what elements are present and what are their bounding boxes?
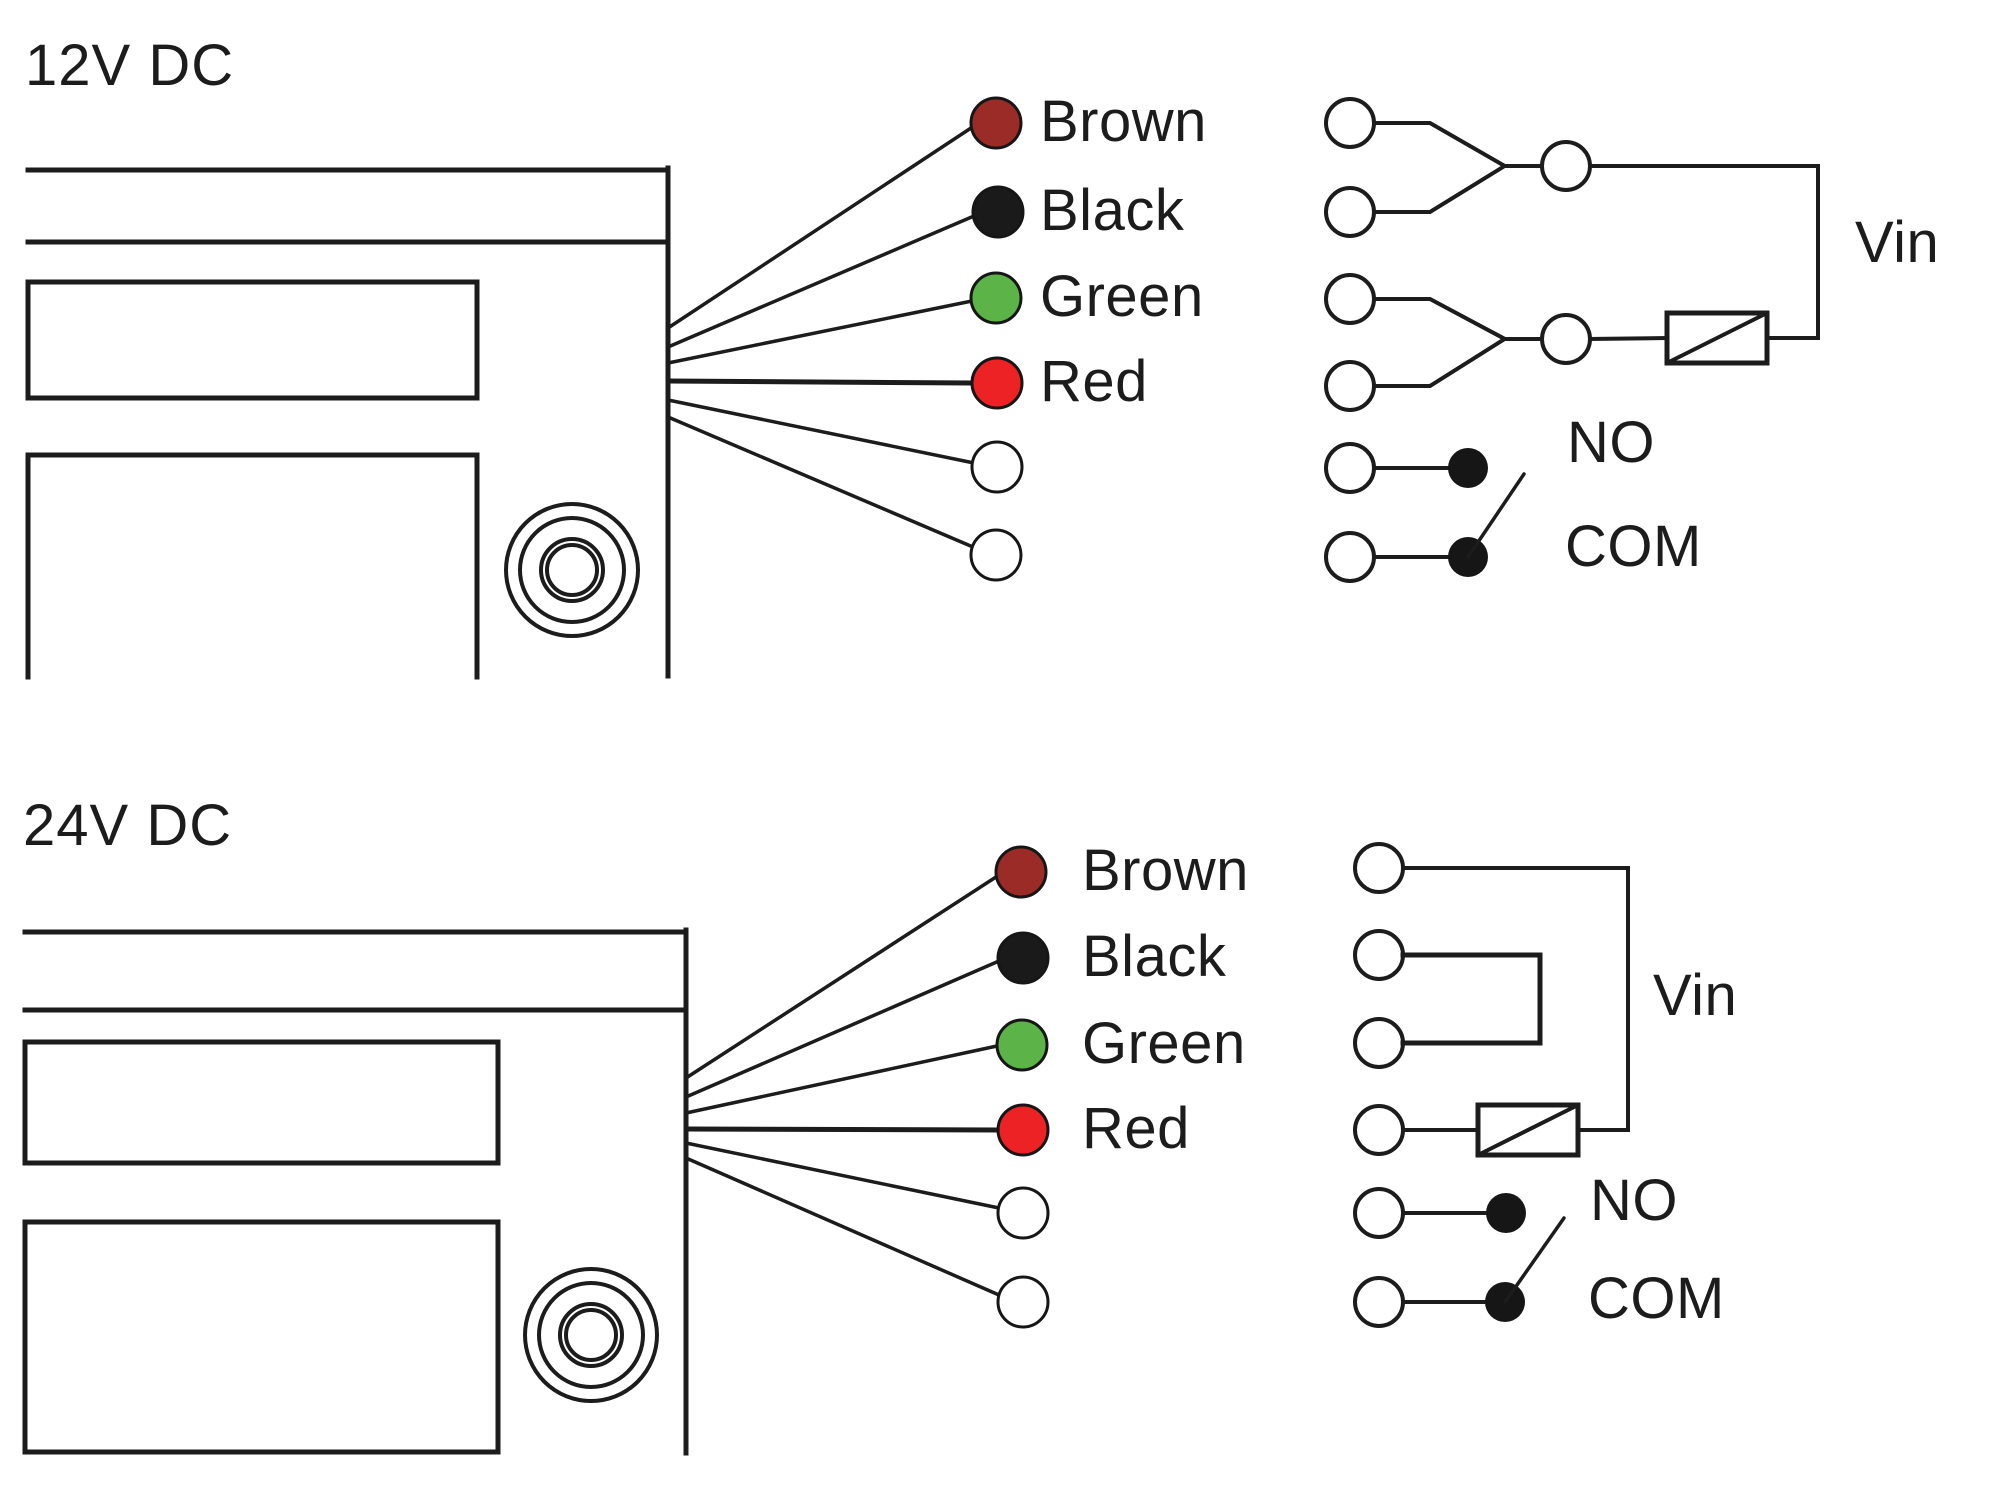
device-outline-12v bbox=[25, 165, 671, 680]
cable-gland-inner-ring-2 bbox=[545, 543, 599, 597]
resistor-box bbox=[1664, 310, 1770, 366]
vin-loop-wire bbox=[1588, 164, 1820, 340]
switch-lever bbox=[1503, 1216, 1566, 1304]
wire-fan-12v: Brown Black Green Red bbox=[665, 89, 1207, 582]
wire-line-red bbox=[665, 378, 975, 386]
junction-circle-2 bbox=[1540, 313, 1592, 365]
com-label: COM bbox=[1588, 1266, 1725, 1331]
wire-label-brown: Brown bbox=[1082, 838, 1249, 903]
switch-lever bbox=[1466, 472, 1526, 559]
wire-line-spare-2 bbox=[684, 1156, 1001, 1297]
cable-gland-icon bbox=[523, 1267, 659, 1403]
terminal-circle-1 bbox=[1324, 97, 1376, 149]
resistor-input-wire bbox=[1587, 335, 1670, 342]
no-contact-dot bbox=[1486, 1193, 1526, 1233]
wire-fan-24v: Brown Black Green Red bbox=[683, 838, 1249, 1329]
com-label: COM bbox=[1565, 514, 1702, 579]
device-body-outline bbox=[25, 452, 480, 680]
terminal-circle-5 bbox=[1324, 442, 1376, 494]
wire-dot-spare-1 bbox=[996, 1186, 1050, 1240]
wire-junction-y-1a bbox=[1372, 121, 1506, 168]
terminal-circle-1 bbox=[1353, 842, 1405, 894]
resistor-symbol bbox=[1664, 310, 1770, 366]
wire-line-black bbox=[684, 959, 1001, 1099]
terminal-circle-3 bbox=[1353, 1017, 1405, 1069]
resistor-symbol bbox=[1475, 1102, 1581, 1158]
wire-label-green: Green bbox=[1082, 1011, 1246, 1076]
wire-line-spare-2 bbox=[666, 415, 975, 549]
diagram-24v: 24V DC bbox=[22, 793, 1737, 1456]
diagram-title-12v: 12V DC bbox=[25, 33, 234, 98]
vin-label: Vin bbox=[1653, 963, 1737, 1028]
junction-circle-1 bbox=[1540, 140, 1592, 192]
terminal-circle-4 bbox=[1324, 360, 1376, 412]
jumper-wire-black-green bbox=[1400, 952, 1543, 1046]
wire-junction-y-1b bbox=[1372, 164, 1506, 214]
resistor-diagonal bbox=[1664, 310, 1770, 366]
wire-line-brown bbox=[666, 126, 973, 330]
wire-dot-red bbox=[996, 1103, 1050, 1157]
wire-junction-y-2a bbox=[1372, 297, 1506, 341]
vin-loop-wire bbox=[1401, 866, 1630, 1132]
terminal-circle-2 bbox=[1324, 186, 1376, 238]
terminal-circle-4 bbox=[1353, 1104, 1405, 1156]
terminal-circle-6 bbox=[1353, 1276, 1405, 1328]
wire-line-spare-1 bbox=[684, 1141, 1001, 1210]
cable-gland-inner-ring-2 bbox=[564, 1308, 618, 1362]
wire-dot-green bbox=[969, 271, 1023, 325]
wire-line-green bbox=[684, 1044, 999, 1115]
wire-label-brown: Brown bbox=[1040, 89, 1207, 154]
device-body-rect bbox=[22, 1219, 501, 1455]
wire-dot-red bbox=[970, 356, 1024, 410]
device-outline-24v bbox=[22, 927, 689, 1456]
wire-label-red: Red bbox=[1040, 349, 1148, 414]
wire-dot-black bbox=[996, 931, 1050, 985]
wire-line-red bbox=[683, 1126, 1001, 1133]
device-slot-rect bbox=[25, 279, 480, 401]
device-slot-rect bbox=[22, 1039, 501, 1166]
wire-dot-brown bbox=[994, 845, 1048, 899]
wire-line-green bbox=[666, 299, 974, 365]
cable-gland-icon bbox=[504, 502, 640, 638]
wire-line-black bbox=[666, 214, 976, 349]
wire-label-black: Black bbox=[1040, 178, 1185, 243]
terminal-circle-5 bbox=[1353, 1187, 1405, 1239]
wire-dot-brown bbox=[969, 96, 1023, 150]
wire-dot-spare-2 bbox=[996, 1275, 1050, 1329]
no-label: NO bbox=[1590, 1168, 1678, 1233]
wire-dot-spare-2 bbox=[969, 528, 1023, 582]
terminal-circuit-12v: Vin NO COM bbox=[1324, 97, 1939, 583]
wire-line-spare-1 bbox=[666, 398, 976, 465]
resistor-box bbox=[1475, 1102, 1581, 1158]
terminal-circle-2 bbox=[1353, 929, 1405, 981]
wire-line-brown bbox=[684, 875, 998, 1080]
wire-label-black: Black bbox=[1082, 924, 1227, 989]
terminal-circuit-24v: Vin NO COM bbox=[1353, 842, 1737, 1331]
resistor-diagonal bbox=[1475, 1102, 1581, 1158]
diagram-12v: 12V DC bbox=[25, 33, 1939, 680]
no-contact-dot bbox=[1448, 448, 1488, 488]
wire-label-red: Red bbox=[1082, 1096, 1190, 1161]
wire-label-green: Green bbox=[1040, 264, 1204, 329]
wire-dot-spare-1 bbox=[970, 440, 1024, 494]
no-label: NO bbox=[1567, 410, 1655, 475]
terminal-circle-6 bbox=[1324, 531, 1376, 583]
vin-label: Vin bbox=[1855, 210, 1939, 275]
wire-dot-black bbox=[971, 185, 1025, 239]
wire-dot-green bbox=[995, 1018, 1049, 1072]
terminal-circle-3 bbox=[1324, 273, 1376, 325]
diagram-title-24v: 24V DC bbox=[23, 793, 232, 858]
wire-junction-y-2b bbox=[1372, 337, 1506, 388]
